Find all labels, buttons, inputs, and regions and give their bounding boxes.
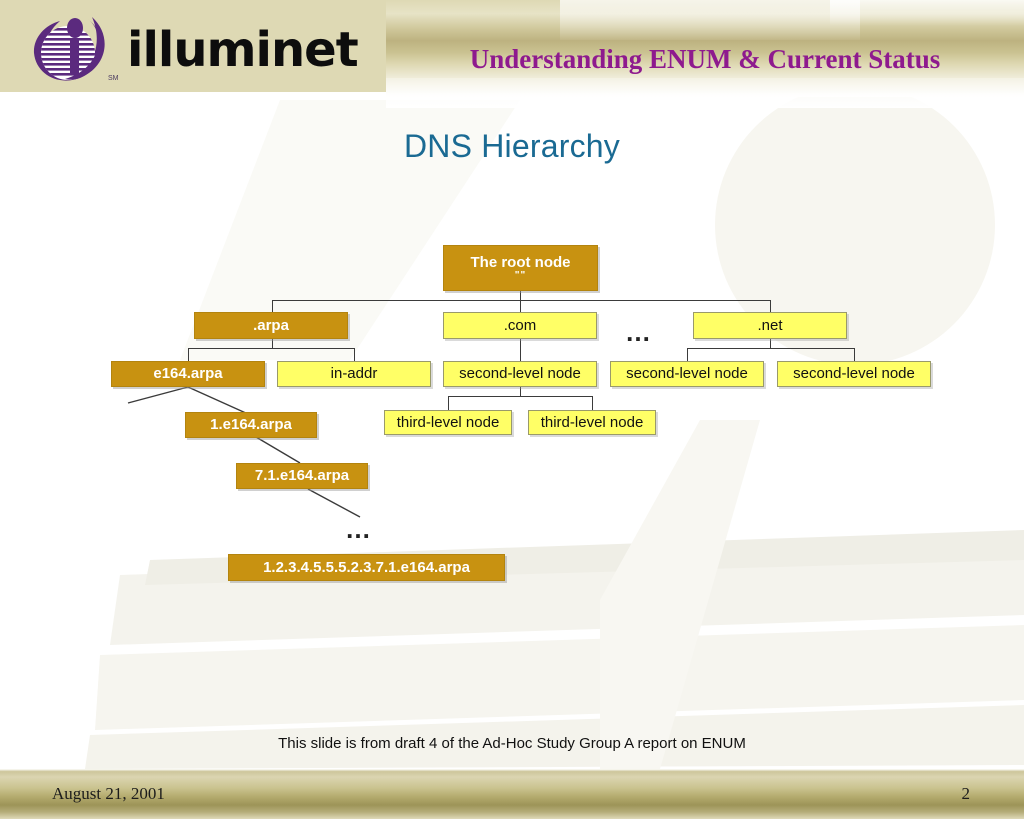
connector-bus-to-com: [520, 300, 521, 312]
node-third-level-1[interactable]: third-level node: [384, 410, 512, 435]
slide-footer: [0, 769, 1024, 819]
slide-title: DNS Hierarchy: [404, 128, 620, 164]
node-arpa-label: .arpa: [253, 316, 289, 334]
node-net[interactable]: .net: [693, 312, 847, 339]
node-second-level-com-label: second-level node: [459, 365, 581, 383]
connector-net-to-sl1: [687, 348, 688, 361]
node-second-level-net-2-label: second-level node: [793, 365, 915, 383]
node-com[interactable]: .com: [443, 312, 597, 339]
connector-third-level-bus: [448, 396, 593, 397]
header-bottom-fade: [386, 78, 1024, 108]
node-7-1-e164-arpa-label: 7.1.e164.arpa: [254, 467, 350, 485]
ellipsis-level2: …: [625, 317, 653, 347]
node-e164-arpa[interactable]: e164.arpa: [111, 361, 265, 387]
illuminet-logo: illuminet SM: [30, 13, 359, 83]
node-full-enum-arpa[interactable]: 1.2.3.4.5.5.5.2.3.7.1.e164.arpa: [228, 554, 505, 581]
node-1-e164-arpa[interactable]: 1.e164.arpa: [185, 412, 317, 438]
node-second-level-com[interactable]: second-level node: [443, 361, 597, 387]
illuminet-logo-mark: [33, 17, 105, 81]
node-root[interactable]: The root node "": [443, 245, 598, 291]
connector-root-down: [520, 291, 521, 301]
node-com-label: .com: [503, 316, 537, 334]
node-second-level-net-1-label: second-level node: [626, 365, 748, 383]
logo-service-mark: SM: [108, 75, 119, 82]
node-third-level-2[interactable]: third-level node: [528, 410, 656, 435]
node-second-level-net-2[interactable]: second-level node: [777, 361, 931, 387]
connector-com-down: [520, 339, 521, 361]
node-third-level-2-label: third-level node: [540, 413, 644, 431]
node-1-e164-arpa-label: 1.e164.arpa: [210, 416, 292, 434]
connector-to-third-2: [592, 396, 593, 412]
slide-header: illuminet SM Understanding ENUM & Curren…: [0, 0, 1024, 108]
node-in-addr[interactable]: in-addr: [277, 361, 431, 387]
node-full-enum-arpa-label: 1.2.3.4.5.5.5.2.3.7.1.e164.arpa: [263, 558, 470, 576]
slide-caption: This slide is from draft 4 of the Ad-Hoc…: [278, 735, 746, 752]
connector-to-third-1: [448, 396, 449, 412]
node-net-label: .net: [757, 316, 783, 334]
node-7-1-e164-arpa[interactable]: 7.1.e164.arpa: [236, 463, 368, 489]
connector-sl-com-down: [520, 387, 521, 397]
node-arpa[interactable]: .arpa: [194, 312, 348, 339]
presentation-title: Understanding ENUM & Current Status: [469, 44, 941, 74]
node-third-level-1-label: third-level node: [396, 413, 500, 431]
node-in-addr-label: in-addr: [330, 365, 378, 383]
ellipsis-enum-chain: …: [345, 514, 373, 544]
logo-wordmark: illuminet: [127, 22, 359, 78]
footer-date: August 21, 2001: [52, 784, 165, 803]
connector-level2-bus: [272, 300, 771, 301]
node-root-label: The root node: [470, 254, 571, 271]
node-e164-arpa-label: e164.arpa: [153, 365, 223, 383]
footer-page-number: 2: [961, 784, 971, 803]
node-root-sublabel: "": [514, 270, 527, 281]
header-gloss-corner: [830, 0, 1024, 26]
header-gloss-upper: [560, 0, 860, 40]
node-second-level-net-1[interactable]: second-level node: [610, 361, 764, 387]
